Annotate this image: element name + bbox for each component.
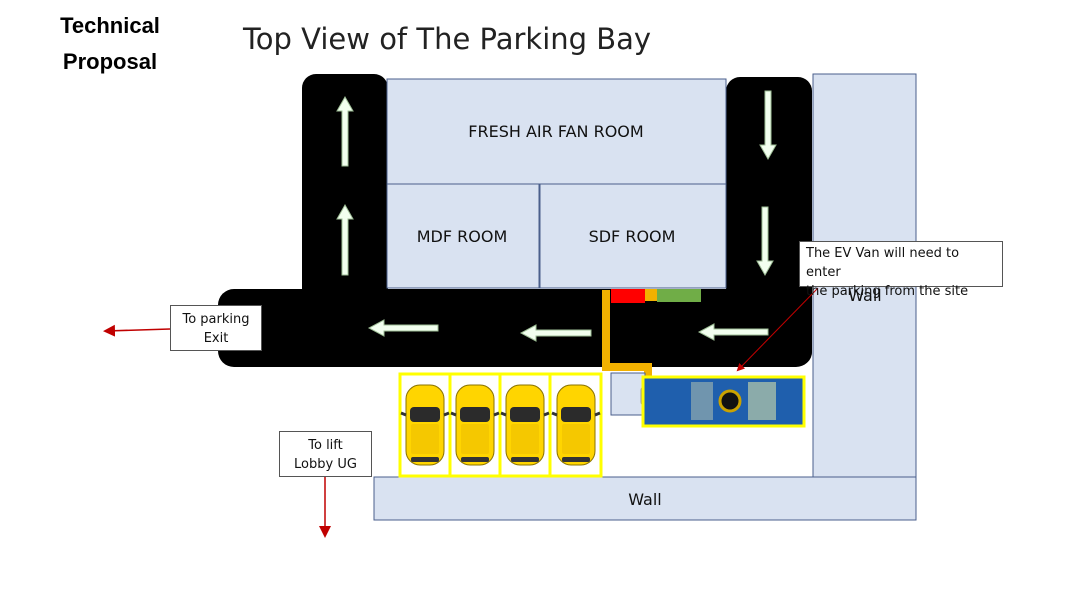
parking-bay <box>548 372 603 478</box>
sdf-room <box>539 183 727 289</box>
exit-callout-line1: To parking <box>182 312 250 327</box>
green-marker-block <box>657 289 701 302</box>
page-title: Top View of The Parking Bay <box>243 22 652 56</box>
ev-callout-line2: the parking from the site <box>806 284 969 299</box>
arrow-left-icon <box>519 324 592 342</box>
sdf-room-label: SDF ROOM <box>589 227 676 246</box>
ev-entry-callout: The EV Van will need to enter the parkin… <box>799 241 1003 299</box>
pointers <box>103 287 819 538</box>
lift-callout: To lift Lobby UG <box>279 431 372 477</box>
lift-callout-line2: Lobby UG <box>294 457 357 472</box>
exit-callout-line2: Exit <box>203 331 229 346</box>
right-wall-label: Wall <box>848 286 882 305</box>
arrow-up-icon <box>336 203 354 276</box>
bottom-lane <box>218 289 812 367</box>
exit-pointer-arrow <box>103 324 171 337</box>
arrow-up-icon <box>336 95 354 167</box>
lift-callout-line1: To lift <box>308 438 343 453</box>
traffic-arrows <box>336 90 777 342</box>
ev-bay-emblem-icon <box>718 389 742 413</box>
arrow-left-icon <box>367 319 439 337</box>
red-marker-block <box>611 289 645 303</box>
ev-charging-bay <box>641 375 806 428</box>
arrow-down-icon <box>759 90 777 161</box>
ev-callout-line1: The EV Van will need to enter <box>806 246 960 280</box>
van-icon <box>449 383 501 467</box>
ev-bay-graphic <box>748 382 776 420</box>
mdf-room <box>386 183 540 289</box>
van-icon <box>499 383 551 467</box>
fresh-air-fan-room-label: FRESH AIR FAN ROOM <box>468 122 643 141</box>
arrow-down-icon <box>756 206 774 277</box>
charger-base <box>610 372 646 416</box>
driveway <box>218 74 812 367</box>
rooms: FRESH AIR FAN ROOM MDF ROOM SDF ROOM <box>386 78 727 289</box>
fresh-air-fan-room <box>386 78 727 185</box>
ev-bay-graphic <box>691 382 713 420</box>
header-line-technical: Technical <box>60 13 160 38</box>
exit-callout: To parking Exit <box>170 305 262 351</box>
parking-bays <box>398 372 603 478</box>
mdf-room-label: MDF ROOM <box>417 227 508 246</box>
ev-pointer-arrow <box>736 287 819 372</box>
bottom-wall <box>373 476 917 521</box>
bottom-wall-label: Wall <box>628 490 662 509</box>
orange-marker-block <box>645 289 657 301</box>
van-icon <box>550 383 602 467</box>
header-block: Technical Proposal <box>40 8 180 80</box>
arrow-left-icon <box>697 323 769 341</box>
van-icon <box>399 383 451 467</box>
header-line-proposal: Proposal <box>62 49 158 74</box>
